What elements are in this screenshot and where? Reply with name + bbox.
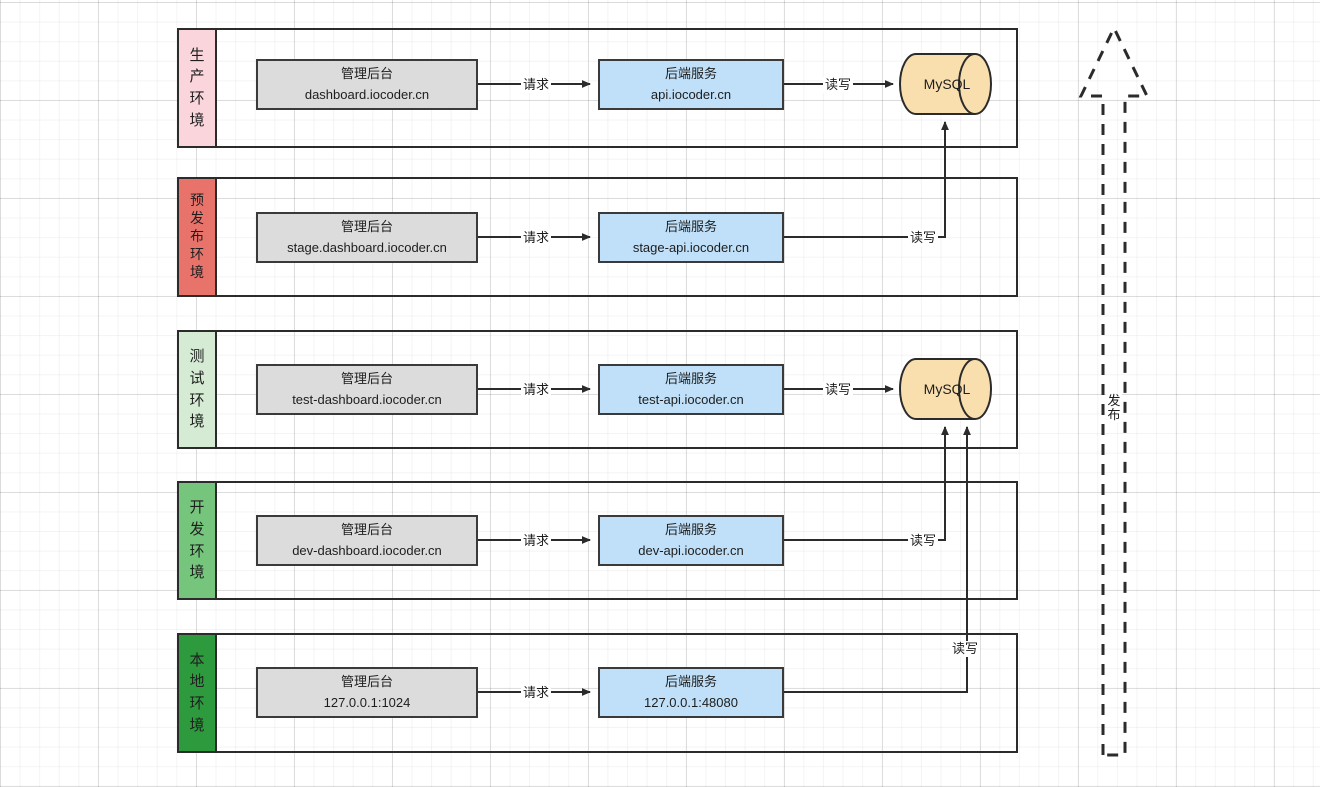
env-label-production: 生 产 环 境 — [177, 28, 217, 148]
env-label-development: 开 发 环 境 — [177, 481, 217, 600]
env-label-char: 环 — [189, 391, 205, 409]
env-label-char: 产 — [189, 68, 205, 86]
edge-staging-backend-to-production-db — [784, 121, 949, 238]
env-label-char: 测 — [189, 348, 205, 365]
publish-label-char: 布 — [1107, 407, 1121, 423]
node-test-backend[interactable]: 后端服务 test-api.iocoder.cn — [598, 364, 784, 415]
node-host: dashboard.iocoder.cn — [304, 86, 430, 102]
edge-label-local-request: 请求 — [521, 685, 552, 701]
database-label-test: MySQL — [923, 381, 971, 397]
node-title: 管理后台 — [340, 371, 393, 387]
publish-arrow-label: 发 布 — [1106, 393, 1122, 423]
env-label-char: 生 — [189, 46, 205, 64]
env-label-char: 发 — [189, 520, 205, 538]
edge-label-production-request: 请求 — [521, 77, 552, 93]
node-title: 后端服务 — [664, 522, 717, 538]
env-label-char: 试 — [189, 369, 205, 387]
node-title: 后端服务 — [664, 219, 717, 235]
node-production-backend[interactable]: 后端服务 api.iocoder.cn — [598, 59, 784, 110]
database-test-mysql — [899, 358, 992, 420]
node-host: api.iocoder.cn — [650, 86, 732, 102]
node-host: 127.0.0.1:1024 — [323, 694, 411, 710]
env-label-char: 境 — [189, 111, 205, 129]
node-title: 后端服务 — [664, 66, 717, 82]
env-label-char: 本 — [189, 651, 205, 669]
database-production-mysql — [899, 53, 992, 115]
edge-label-production-readwrite: 读写 — [823, 77, 854, 93]
node-host: test-api.iocoder.cn — [638, 391, 744, 407]
node-title: 管理后台 — [340, 219, 393, 235]
node-host: dev-dashboard.iocoder.cn — [292, 542, 442, 558]
database-label-production: MySQL — [923, 76, 971, 92]
node-host: stage-api.iocoder.cn — [632, 239, 750, 255]
edge-label-staging-readwrite: 读写 — [908, 230, 939, 246]
env-label-test: 测 试 环 境 — [177, 330, 217, 449]
env-label-staging: 预 发 布 环 境 — [177, 177, 217, 297]
publish-arrow — [1078, 24, 1150, 757]
env-label-char: 开 — [189, 499, 205, 516]
node-title: 管理后台 — [340, 522, 393, 538]
env-label-char: 环 — [189, 90, 205, 107]
node-development-admin[interactable]: 管理后台 dev-dashboard.iocoder.cn — [256, 515, 478, 566]
node-production-admin[interactable]: 管理后台 dashboard.iocoder.cn — [256, 59, 478, 110]
env-label-char: 环 — [189, 542, 205, 560]
edge-development-backend-to-test-db — [784, 426, 949, 541]
env-label-char: 境 — [189, 716, 205, 734]
node-staging-backend[interactable]: 后端服务 stage-api.iocoder.cn — [598, 212, 784, 263]
edge-label-development-request: 请求 — [521, 533, 552, 549]
edge-label-local-readwrite: 读写 — [950, 641, 981, 657]
node-local-backend[interactable]: 后端服务 127.0.0.1:48080 — [598, 667, 784, 718]
edge-local-backend-to-test-db — [784, 426, 971, 693]
node-local-admin[interactable]: 管理后台 127.0.0.1:1024 — [256, 667, 478, 718]
env-label-char: 布 — [190, 228, 204, 245]
edge-label-development-readwrite: 读写 — [908, 533, 939, 549]
node-test-admin[interactable]: 管理后台 test-dashboard.iocoder.cn — [256, 364, 478, 415]
env-label-char: 预 — [190, 192, 204, 209]
env-label-char: 发 — [190, 210, 204, 227]
env-label-char: 环 — [190, 245, 204, 262]
env-label-char: 境 — [189, 564, 205, 582]
node-development-backend[interactable]: 后端服务 dev-api.iocoder.cn — [598, 515, 784, 566]
node-staging-admin[interactable]: 管理后台 stage.dashboard.iocoder.cn — [256, 212, 478, 263]
publish-label-char: 发 — [1107, 393, 1121, 408]
node-title: 管理后台 — [340, 66, 393, 82]
node-host: dev-api.iocoder.cn — [638, 542, 744, 558]
node-host: test-dashboard.iocoder.cn — [292, 391, 442, 407]
edge-label-test-request: 请求 — [521, 382, 552, 398]
node-title: 后端服务 — [664, 674, 717, 690]
node-title: 后端服务 — [664, 371, 717, 387]
env-label-local: 本 地 环 境 — [177, 633, 217, 753]
node-title: 管理后台 — [340, 674, 393, 690]
node-host: 127.0.0.1:48080 — [644, 694, 738, 710]
edge-label-test-readwrite: 读写 — [823, 382, 854, 398]
edge-label-staging-request: 请求 — [521, 230, 552, 246]
env-label-char: 地 — [189, 673, 205, 691]
env-label-char: 境 — [190, 263, 204, 280]
env-label-char: 境 — [189, 413, 205, 431]
node-host: stage.dashboard.iocoder.cn — [287, 239, 447, 255]
env-label-char: 环 — [189, 695, 205, 712]
